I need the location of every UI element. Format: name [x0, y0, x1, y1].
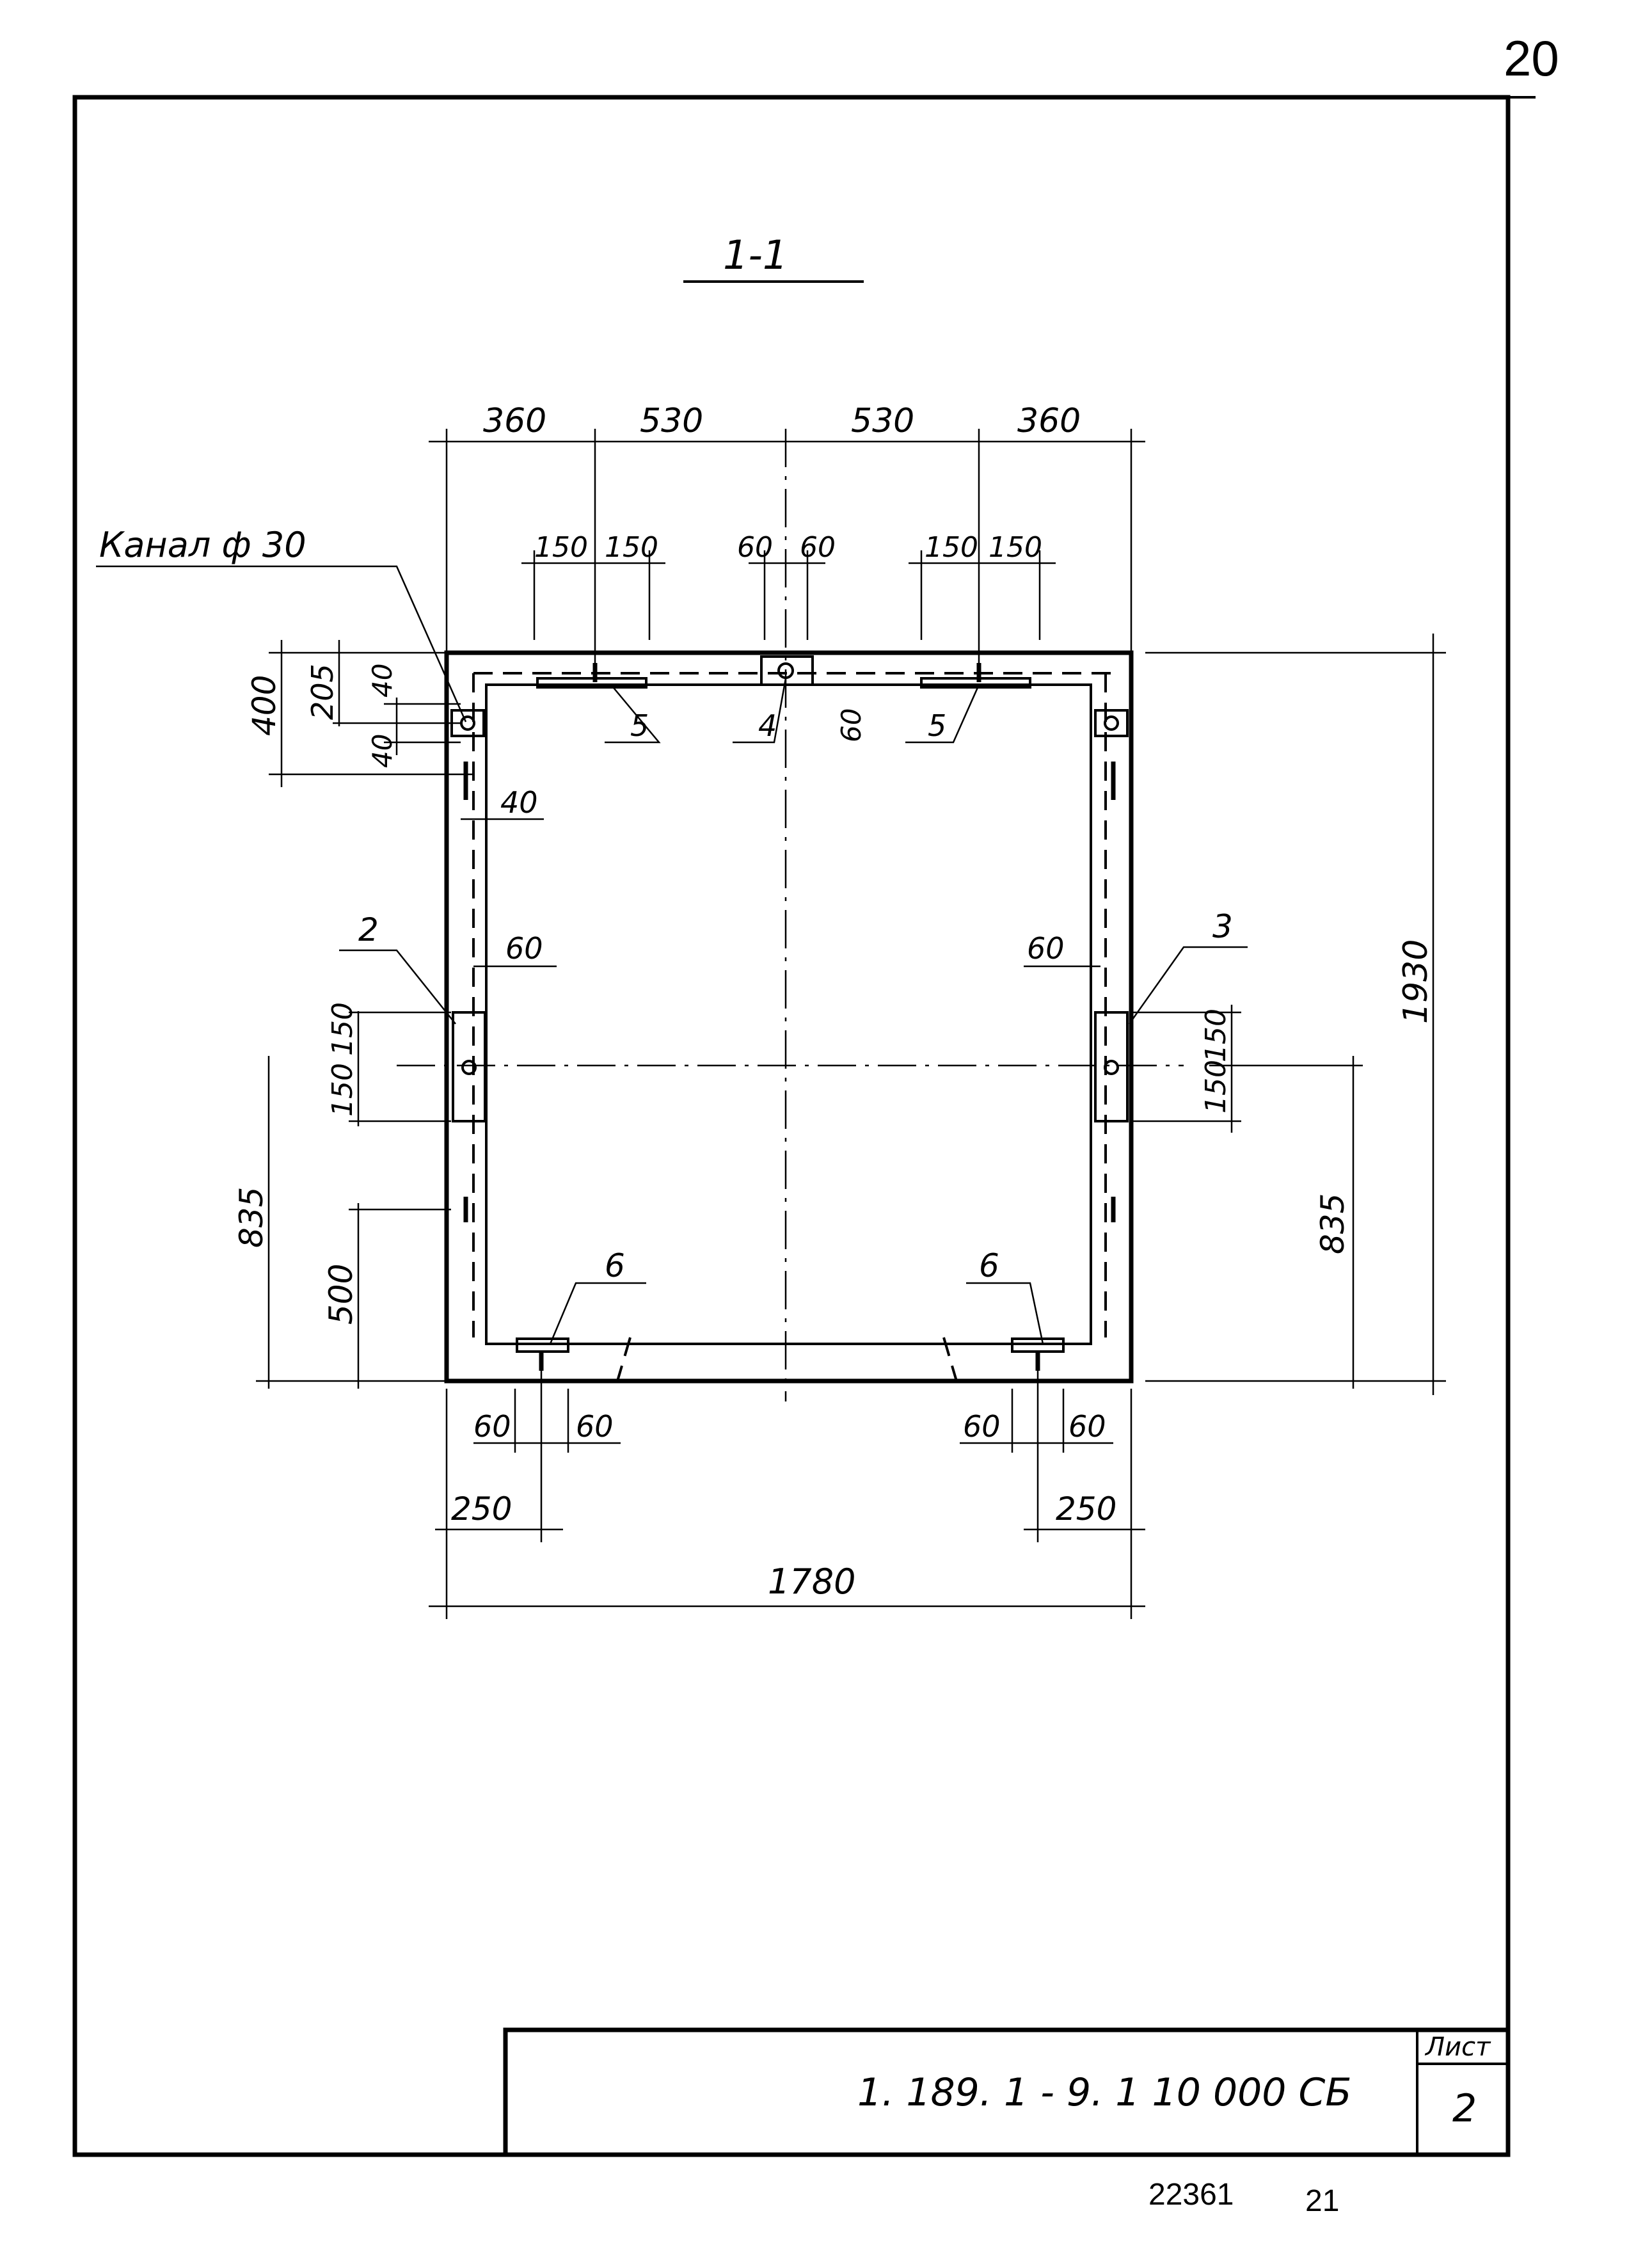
top-dimensions: 360 530 530 360 150 150 60 60 150 150	[429, 402, 1145, 663]
dim-left-400: 400	[246, 675, 283, 736]
section-label: 1-1	[723, 232, 788, 278]
dim-overall-width: 1780	[768, 1561, 855, 1602]
footer-page-number: 21	[1305, 2184, 1339, 2218]
dim-top-360-right: 360	[1017, 402, 1081, 440]
dim-left-150-a: 150	[326, 1002, 359, 1056]
hidden-line-bottom-left	[616, 1337, 631, 1382]
dim-right-835: 835	[1314, 1193, 1351, 1254]
part-mark-5-right: 5	[928, 708, 946, 743]
dim-right-150-b: 150	[1200, 1060, 1232, 1114]
part-mark-6-right: 6	[979, 1247, 999, 1284]
dim-bottom-left-250: 250	[451, 1490, 512, 1528]
dim-bottom-right-60-a: 60	[963, 1409, 1001, 1444]
bottom-dimensions: 60 60 250 60 60 250 1780	[429, 1369, 1145, 1619]
dim-top-150-a: 150	[534, 531, 588, 564]
title-block-designation: 1. 189. 1 - 9. 1 10 000 СБ	[857, 2070, 1352, 2115]
dim-top-60-a: 60	[737, 531, 773, 564]
outer-contour	[444, 650, 1134, 1384]
dim-top-150-c: 150	[925, 531, 978, 564]
plate-left	[452, 1011, 486, 1122]
dim-left-500: 500	[322, 1264, 360, 1325]
hole-right	[1104, 1060, 1119, 1075]
page-number: 20	[1504, 30, 1559, 86]
channel-callout: Канал ф 30	[99, 525, 306, 565]
dim-bottom-left-60-b: 60	[576, 1409, 614, 1444]
dim-left-205: 205	[305, 664, 340, 720]
title-block-sheet-number: 2	[1452, 2086, 1477, 2131]
channel-hole-left	[460, 715, 475, 731]
dim-inner-60-left: 60	[505, 931, 543, 966]
dim-bottom-left-60-a: 60	[473, 1409, 511, 1444]
dim-top-150-b: 150	[605, 531, 658, 564]
part-mark-2: 2	[358, 911, 379, 948]
hole-left	[461, 1060, 477, 1075]
plate-right	[1094, 1011, 1129, 1122]
inner-contour	[485, 683, 1092, 1345]
part-mark-3: 3	[1212, 908, 1233, 945]
channel-corner-right	[1094, 709, 1129, 737]
dim-top-60-b: 60	[800, 531, 836, 564]
hidden-line-bottom-right	[942, 1337, 958, 1382]
right-dimensions: 1930 60 150 150 835	[1024, 634, 1446, 1395]
title-block: 1. 189. 1 - 9. 1 10 000 СБ Лист 2	[503, 2027, 1511, 2157]
left-dimensions: 400 205 40 40 40 60 150 150 835 500	[233, 640, 557, 1389]
plate-top-left	[536, 677, 647, 689]
dim-left-150-b: 150	[326, 1063, 359, 1117]
footer-inventory-number: 22361	[1148, 2178, 1234, 2212]
dim-overall-height: 1930	[1397, 939, 1435, 1024]
part-marks: 2 3 4 5 5 6 6 60	[339, 678, 1248, 1345]
dim-inner-60-right: 60	[1027, 931, 1065, 966]
dim-bottom-right-60-b: 60	[1068, 1409, 1106, 1444]
dim-left-835: 835	[233, 1187, 270, 1248]
dim-top-inner-60: 60	[836, 708, 867, 742]
hole-top-center	[777, 662, 794, 679]
title-block-sheet-label: Лист	[1424, 2032, 1491, 2062]
plate-top-center	[760, 655, 814, 686]
dim-bottom-right-250: 250	[1056, 1490, 1116, 1528]
part-mark-4: 4	[758, 708, 777, 743]
channel-callout-leader	[96, 565, 467, 722]
dim-right-150-a: 150	[1200, 1009, 1232, 1062]
dim-left-40-b: 40	[367, 734, 398, 768]
channel-hole-right	[1104, 715, 1119, 731]
dim-top-360-left: 360	[483, 402, 546, 440]
part-mark-6-left: 6	[605, 1247, 625, 1284]
section-view	[397, 429, 1184, 1401]
dim-top-150-d: 150	[989, 531, 1042, 564]
drawing-frame	[72, 95, 1511, 2157]
dim-left-40-c: 40	[500, 785, 538, 820]
dim-top-530-left: 530	[640, 402, 703, 440]
dim-left-40-a: 40	[367, 664, 398, 698]
plate-top-right	[920, 677, 1031, 689]
dim-top-530-right: 530	[851, 402, 914, 440]
